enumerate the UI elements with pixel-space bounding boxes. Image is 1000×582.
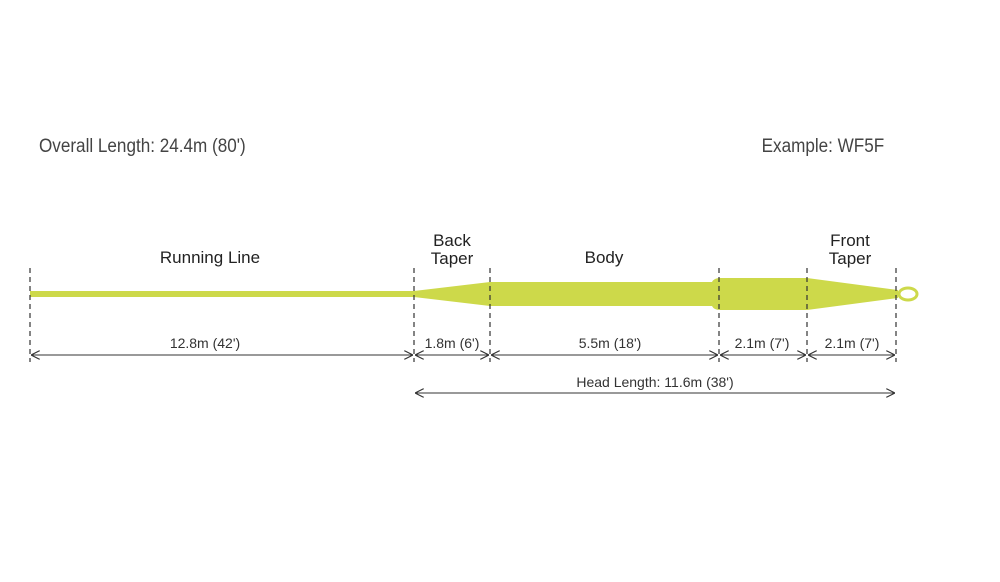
back-taper-shape (414, 282, 490, 306)
head-length-label: Head Length: 11.6m (38') (576, 374, 733, 390)
body-shape (489, 282, 719, 306)
body-label: Body (585, 248, 624, 267)
front-taper-length-label: 2.1m (7') (825, 335, 880, 351)
front-taper-label-1: Front (830, 231, 870, 250)
back-taper-label-2: Taper (431, 249, 474, 268)
overall-length-label: Overall Length: 24.4m (80') (39, 136, 246, 157)
belly-shape (712, 278, 808, 310)
front-taper-label-2: Taper (829, 249, 872, 268)
running-line-length-label: 12.8m (42') (170, 335, 240, 351)
fly-line-profile (30, 278, 919, 310)
example-label: Example: WF5F (761, 136, 884, 157)
section-separators (29, 268, 897, 362)
running-line-shape (30, 291, 416, 297)
belly-length-label: 2.1m (7') (735, 335, 790, 351)
back-taper-label-1: Back (433, 231, 471, 250)
back-taper-length-label: 1.8m (6') (425, 335, 480, 351)
welded-loop-shape (897, 286, 919, 302)
front-taper-shape (807, 278, 898, 310)
body-length-label: 5.5m (18') (579, 335, 642, 351)
running-line-label: Running Line (160, 248, 260, 267)
